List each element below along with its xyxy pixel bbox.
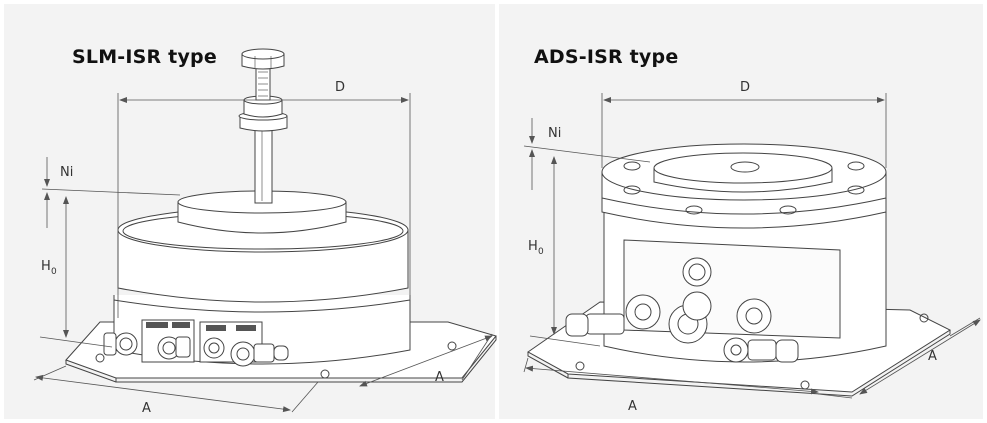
label-ni: Ni [60,165,73,180]
label-ni: Ni [548,126,561,141]
label-a-side: A [928,349,937,364]
ads-isr-drawing [527,143,952,397]
label-d: D [335,80,345,95]
label-d: D [740,80,750,95]
label-h0-subscript: 0 [51,267,57,277]
label-h0: H [41,259,51,274]
panel-title-ads-isr: ADS-ISR type [534,46,679,68]
slm-isr-labels: D Ni H 0 A A [41,80,444,416]
label-h0-subscript: 0 [538,247,544,257]
ads-isr-dimensions [523,93,981,399]
slm-isr-drawing [65,48,497,383]
label-a-front: A [142,401,151,416]
label-a-side: A [435,370,444,385]
ads-isr-labels: D Ni H 0 A A [528,80,937,414]
label-h0: H [528,239,538,254]
label-a-front: A [628,399,637,414]
panel-title-slm-isr: SLM-ISR type [72,46,217,68]
slm-isr-dimensions [33,93,493,413]
